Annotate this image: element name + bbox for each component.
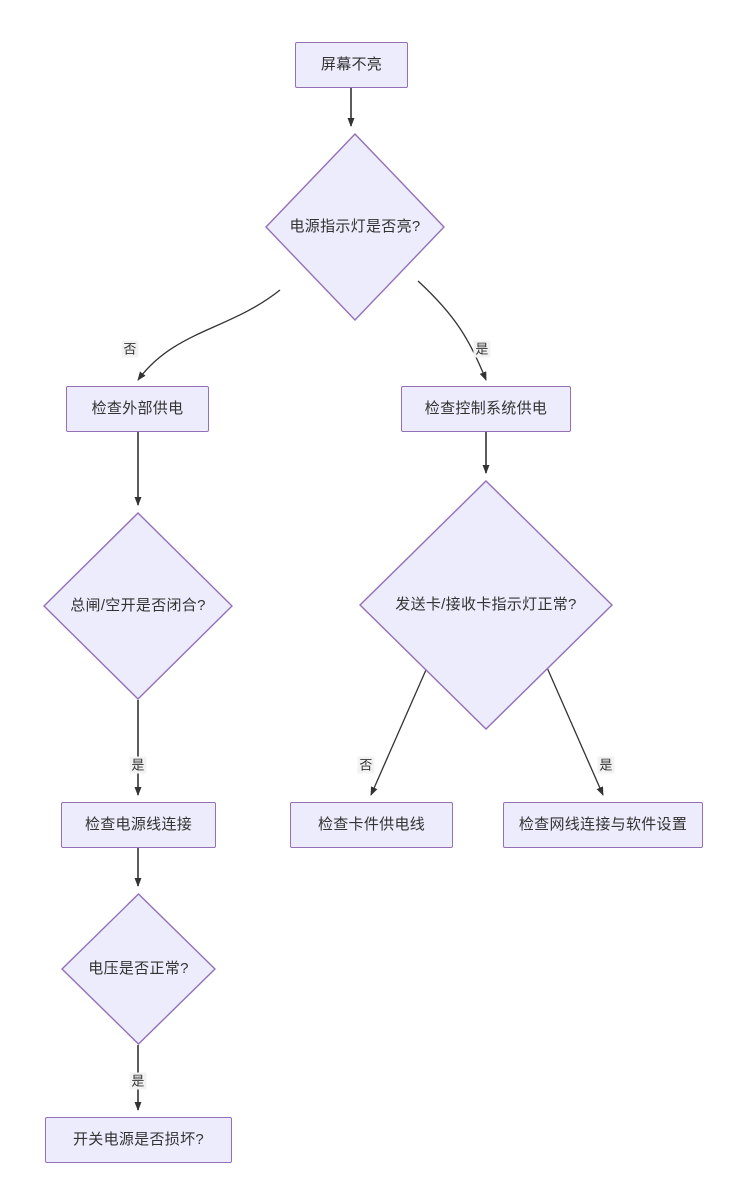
node-label: 检查控制系统供电 — [424, 399, 548, 417]
node-check-network-and-software[interactable]: 检查网线连接与软件设置 — [503, 802, 703, 848]
edge-label-yes-power-indicator: 是 — [473, 340, 491, 358]
node-label: 电压是否正常? — [88, 960, 189, 978]
edge-n2-n3 — [137, 289, 281, 381]
edge-label-yes-card-indicator: 是 — [597, 756, 615, 774]
edge-label-no-card-indicator: 否 — [357, 756, 375, 774]
node-check-card-power-line[interactable]: 检查卡件供电线 — [290, 802, 453, 848]
edge-label-yes-voltage: 是 — [129, 1072, 147, 1090]
node-card-indicator-decision[interactable]: 发送卡/接收卡指示灯正常? — [359, 480, 613, 730]
diamond-shape — [61, 893, 216, 1045]
node-main-breaker-decision[interactable]: 总闸/空开是否闭合? — [43, 512, 233, 700]
node-label: 开关电源是否损坏? — [72, 1130, 205, 1148]
node-label: 检查外部供电 — [91, 399, 184, 417]
node-check-external-power[interactable]: 检查外部供电 — [66, 386, 209, 432]
diamond-shape — [265, 133, 445, 321]
edge-label-no-power-indicator: 否 — [121, 340, 139, 358]
node-voltage-normal-decision[interactable]: 电压是否正常? — [61, 893, 216, 1045]
node-label: 屏幕不亮 — [320, 55, 383, 73]
node-label: 发送卡/接收卡指示灯正常? — [395, 596, 577, 614]
node-check-control-system-power[interactable]: 检查控制系统供电 — [401, 386, 571, 432]
diamond-shape — [359, 480, 613, 730]
node-check-power-cable[interactable]: 检查电源线连接 — [61, 802, 216, 848]
node-screen-not-lit[interactable]: 屏幕不亮 — [295, 42, 408, 88]
diamond-shape — [43, 512, 233, 700]
node-power-indicator-decision[interactable]: 电源指示灯是否亮? — [265, 133, 445, 321]
node-label: 总闸/空开是否闭合? — [70, 597, 206, 615]
node-label: 电源指示灯是否亮? — [289, 218, 421, 236]
edge-label-yes-breaker: 是 — [129, 756, 147, 774]
node-switching-power-damaged[interactable]: 开关电源是否损坏? — [45, 1117, 232, 1163]
node-label: 检查电源线连接 — [84, 815, 193, 833]
node-label: 检查卡件供电线 — [317, 815, 426, 833]
node-label: 检查网线连接与软件设置 — [518, 815, 688, 833]
